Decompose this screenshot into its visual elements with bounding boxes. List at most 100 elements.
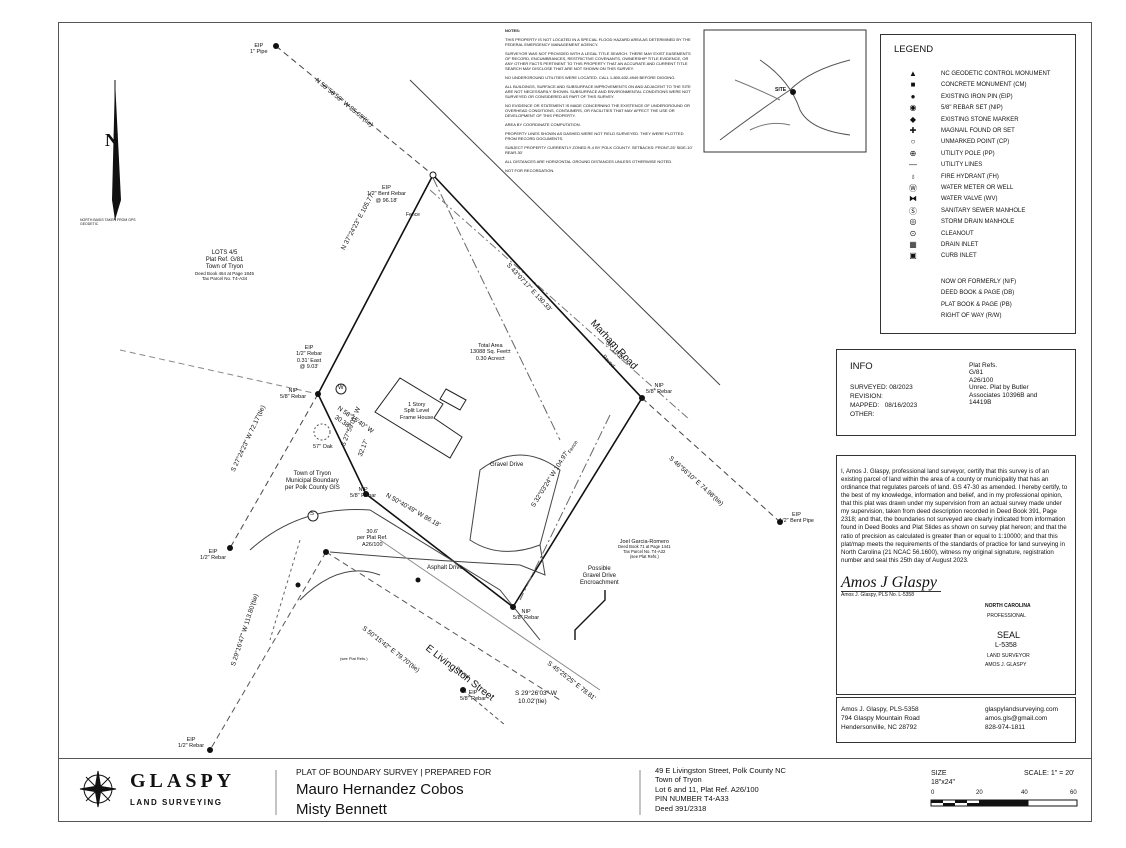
fire-hydrant-icon: ♁ (910, 171, 916, 181)
square-monument-icon: ■ (910, 80, 916, 90)
legend-box: LEGEND ▲NC GEODETIC CONTROL MONUMENT■CON… (880, 34, 1076, 334)
label-total-area-line: Total Area (478, 343, 503, 349)
info-title: INFO (850, 361, 873, 372)
label-nip-east-line: 5/8" Rebar (646, 389, 673, 396)
label-eip-rebar-sw-line: EIP (208, 549, 218, 555)
label-eip-bent-rebar-top-line: EIP (382, 185, 391, 191)
label-lots-line: Town of Tryon (205, 263, 244, 270)
well-marker (335, 383, 347, 395)
size-value: 18"x24" (931, 779, 956, 786)
legend-label: STORM DRAIN MANHOLE (941, 219, 1015, 226)
cleanout-icon: ⊙ (909, 228, 917, 238)
magnail-icon: ✚ (909, 126, 917, 135)
diamond-icon: ◆ (909, 114, 917, 124)
glaspy-logo-compass (79, 770, 117, 808)
info-mapped-label: MAPPED: (850, 402, 880, 409)
label-nip-west-line: 5/8" Rebar (280, 394, 307, 401)
legend-label: FIRE HYDRANT (FH) (941, 173, 999, 180)
logo-main: GLASPY (130, 770, 236, 792)
storm-manhole-icon: ◎ (909, 217, 917, 227)
property-pin: PIN NUMBER T4-A33 (655, 794, 729, 804)
label-nip-south-line: 5/8" Rebar (513, 615, 540, 622)
scale-tick-label: 40 (1021, 790, 1028, 796)
company-email[interactable]: amos.gls@gmail.com (985, 715, 1048, 722)
logo-sub: LAND SURVEYING (130, 798, 223, 807)
water-meter-icon: Ⓦ (909, 184, 917, 193)
note-item: NO UNDERGROUND UTILITIES WERE LOCATED. C… (505, 75, 676, 80)
note-item: PROPERTY LINES SHOWN AS DASHED WERE NOT … (505, 131, 684, 141)
utility-pole-icon: ⊕ (909, 148, 917, 158)
label-eip-1-pipe-line: EIP (254, 43, 264, 49)
legend-label: UTILITY LINES (941, 162, 983, 169)
pin-eip-1 (273, 43, 279, 49)
legend-label: CURB INLET (941, 253, 977, 260)
pin-magnail (323, 549, 329, 555)
legend-label: NC GEODETIC CONTROL MONUMENT (941, 71, 1051, 77)
company-box: Amos J. Glaspy, PLS-5358 794 Glaspy Moun… (836, 697, 1076, 743)
house-porch (439, 388, 467, 411)
pin-eip-top (429, 171, 437, 179)
note-item: NO EVIDENCE OR STATEMENT IS MADE CONCERN… (505, 103, 691, 118)
label-line-tie-bottom: S 29°26'03" W (515, 690, 557, 697)
signature: Amos J Glaspy (841, 574, 937, 591)
street-edge-south (379, 539, 601, 691)
label-asphalt-drive: Asphalt Drive (427, 565, 463, 571)
pin-nip-center (363, 491, 369, 497)
label-eip-rebar-west-line: @ 9.03' (299, 363, 319, 370)
property-boundary (317, 174, 644, 609)
label-total-area-line: 0.30 Acres± (475, 355, 505, 362)
tie-line-sw (209, 551, 327, 751)
label-encroachment-line: Encroachment (580, 579, 619, 586)
legend-label: UNMARKED POINT (CP) (941, 139, 1010, 146)
vicinity-site-label: SITE (775, 87, 787, 93)
seal-number: L-5358 (995, 642, 1017, 649)
company-address2: Hendersonville, NC 28792 (841, 724, 917, 731)
label-town-tryon-line: per Polk County GIS (285, 484, 340, 491)
notes-heading: NOTES: (505, 28, 521, 33)
tie-line-top (275, 45, 434, 176)
fence-line-north (432, 177, 561, 441)
label-eip-rebar-sw-line: 1/2" Rebar (200, 555, 227, 562)
note-item: SURVEYOR WAS NOT PROVIDED WITH A LEGAL T… (505, 51, 691, 71)
vicinity-site-point (790, 89, 796, 95)
sewer-manhole-icon: Ⓢ (909, 206, 917, 216)
label-total-area-line: 13088 Sq. Feet± (470, 349, 511, 356)
property-lot: Lot 6 and 11, Plat Ref. A26/100 (655, 784, 759, 794)
scale-label: SCALE: 1" = 20' (1024, 770, 1075, 777)
legend-abbreviation: NOW OR FORMERLY (N/F) (941, 279, 1017, 285)
open-circle-icon: ○ (910, 137, 916, 147)
street-edge-north (249, 509, 541, 641)
notes-block: NOTES: THIS PROPERTY IS NOT LOCATED IN A… (505, 28, 695, 177)
info-mapped-value: 08/16/2023 (884, 402, 918, 409)
utility-line-icon: — (909, 160, 917, 170)
property-town: Town of Tryon (655, 775, 702, 785)
plat-ref-line: A26/100 (969, 376, 994, 384)
legend-label: UTILITY POLE (PP) (941, 150, 995, 157)
label-nip-center-line: NIP (358, 487, 368, 493)
legend-abbreviation: DEED BOOK & PAGE (DB) (941, 290, 1015, 297)
company-website[interactable]: glaspylandsurveying.com (985, 706, 1058, 713)
label-house-line: 1 Story (407, 402, 426, 408)
dot-icon: ● (910, 91, 916, 101)
client-name-2: Misty Bennett (296, 801, 387, 818)
legend-label: SANITARY SEWER MANHOLE (941, 207, 1026, 214)
label-neighbor-line: Deed Book 71 at Page 1441 (618, 544, 671, 550)
label-nip-east-line: NIP (654, 383, 664, 389)
label-lots-line: Tax Parcel No. T4-A34 (201, 275, 248, 281)
label-nip-west-line: NIP (288, 388, 298, 394)
survey-points (207, 43, 796, 753)
label-eip-rebar-lowest-line: 1/2" Rebar (178, 743, 205, 750)
legend-title: LEGEND (894, 44, 934, 55)
label-house-line: Frame House (400, 414, 434, 421)
oak-tree (313, 423, 331, 441)
